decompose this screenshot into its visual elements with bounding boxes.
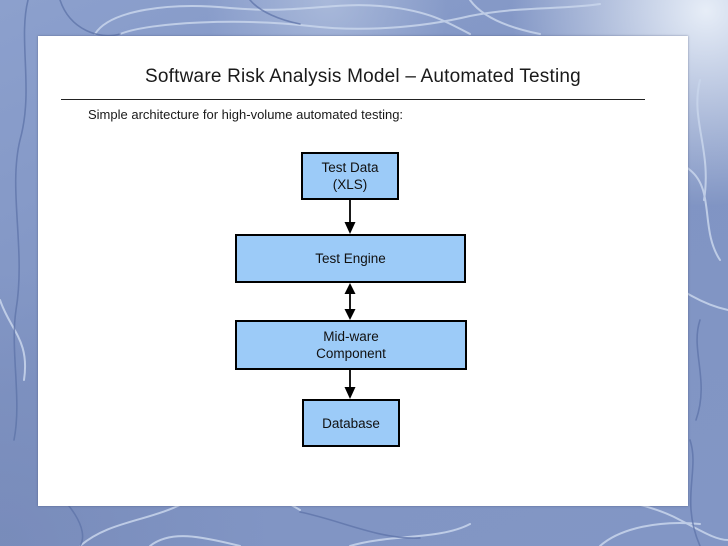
slide-subtitle: Simple architecture for high-volume auto… [88,107,404,122]
box-label-test-engine: Test Engine [315,251,386,266]
diagram-box-test-data: Test Data (XLS) [301,152,399,200]
box-label-database: Database [322,415,380,431]
arrow-mid-ware-to-database [344,370,356,399]
diagram-box-database: Database [302,399,400,447]
arrow-test-data-to-test-engine [344,200,356,234]
box-label-mid-ware: Mid-ware Component [316,329,386,361]
double-arrow-test-engine-mid-ware [344,283,356,320]
diagram-box-mid-ware: Mid-ware Component [235,320,467,370]
architecture-diagram: Test Data (XLS) Test Engine Mid-ware Com… [38,36,688,506]
box-label-test-data: Test Data (XLS) [321,160,379,192]
diagram-box-test-engine: Test Engine [235,234,466,283]
page-title: Software Risk Analysis Model – Automated… [145,66,581,87]
slide: Software Risk Analysis Model – Automated… [38,36,688,506]
title-underline [61,99,645,100]
